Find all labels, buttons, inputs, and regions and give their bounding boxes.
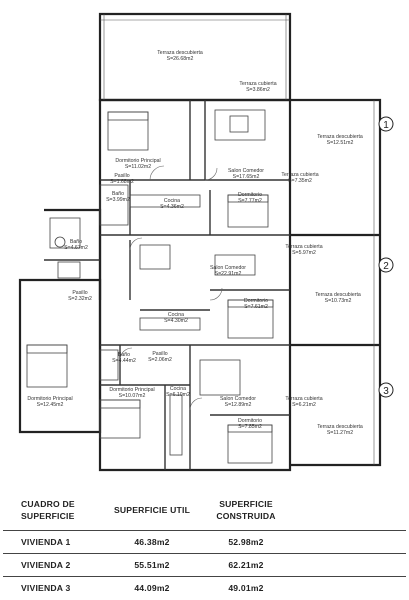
room-name: Dormitorio <box>238 418 262 424</box>
table-cell-util: 46.38m2 <box>107 530 197 554</box>
interior-walls <box>44 100 290 470</box>
room-area: S=7.85m2 <box>238 424 262 430</box>
marker-circle-1 <box>378 116 394 132</box>
room-name: Cocina <box>170 386 186 392</box>
room-labels: Terraza descubierta S=26.68m2 Terraza cu… <box>27 50 363 436</box>
table-row: VIVIENDA 1 46.38m2 52.98m2 <box>3 530 406 554</box>
surface-table: CUADRO DE SUPERFICIE SUPERFICIE UTIL SUP… <box>3 490 406 599</box>
room-name: Terraza cubierta <box>285 244 322 250</box>
room-area: S=2.32m2 <box>68 296 92 302</box>
door-swings <box>119 165 223 411</box>
table-cell-util: 55.51m2 <box>107 553 197 577</box>
room-area: S=7.77m2 <box>238 198 262 204</box>
room-area: S=4.44m2 <box>112 358 136 364</box>
room-area: S=12.51m2 <box>327 140 354 146</box>
table-header-cell: SUPERFICIE UTIL <box>113 505 191 515</box>
room-area: S=2.06m2 <box>148 357 172 363</box>
room-name: Dormitorio <box>238 192 262 198</box>
room-name: Baño <box>118 352 130 358</box>
room-area: S=5.97m2 <box>292 250 316 256</box>
room-name: Pasillo <box>72 290 87 296</box>
room-name: Terraza cubierta <box>281 172 318 178</box>
room-name: Cocina <box>164 198 180 204</box>
room-area: S=4.67m2 <box>64 245 88 251</box>
room-name: Dormitorio Principal <box>109 387 154 393</box>
railings <box>100 14 375 465</box>
room-area: S=12.45m2 <box>37 402 64 408</box>
marker-circle-2 <box>378 257 394 273</box>
room-area: S=1.68m2 <box>110 179 134 185</box>
table-cell-name: VIVIENDA 1 <box>3 530 107 554</box>
room-area: S=4.30m2 <box>164 318 188 324</box>
room-name: Salon Comedor <box>228 168 264 174</box>
table-row: VIVIENDA 3 44.09m2 49.01m2 <box>3 576 406 599</box>
room-name: Terraza descubierta <box>317 424 363 430</box>
room-name: Dormitorio Principal <box>115 158 160 164</box>
room-name: Dormitorio Principal <box>27 396 72 402</box>
room-name: Baño <box>70 239 82 245</box>
furniture <box>26 109 274 464</box>
room-name: Pasillo <box>152 351 167 357</box>
room-area: S=12.89m2 <box>225 402 252 408</box>
table-header-cell: CUADRO DE SUPERFICIE <box>21 499 75 521</box>
room-area: S=7.61m2 <box>244 304 268 310</box>
table-row: VIVIENDA 2 55.51m2 62.21m2 <box>3 553 406 577</box>
room-name: Salon Comedor <box>210 265 246 271</box>
floor-plan: 1 2 3 Terraza descubierta S=26.68m2 Terr… <box>18 12 394 472</box>
room-area: S=6.21m2 <box>292 402 316 408</box>
room-name: Terraza cubierta <box>285 396 322 402</box>
room-area: S=17.65m2 <box>233 174 260 180</box>
table-cell-util: 44.09m2 <box>107 576 197 599</box>
room-name: Cocina <box>168 312 184 318</box>
table-cell-construida: 52.98m2 <box>197 530 295 554</box>
table-cell-construida: 62.21m2 <box>197 553 295 577</box>
room-name: Salon Comedor <box>220 396 256 402</box>
table-header-row: CUADRO DE SUPERFICIE SUPERFICIE UTIL SUP… <box>3 490 406 531</box>
room-area: S=6.10m2 <box>166 392 190 398</box>
table-cell-name: VIVIENDA 3 <box>3 576 107 599</box>
room-name: Terraza descubierta <box>317 134 363 140</box>
room-area: S=4.36m2 <box>160 204 184 210</box>
room-name: Pasillo <box>114 173 129 179</box>
room-area: S=7.35m2 <box>288 178 312 184</box>
room-name: Baño <box>112 191 124 197</box>
room-area: S=26.68m2 <box>167 56 194 62</box>
room-area: S=10.07m2 <box>119 393 146 399</box>
room-area: S=3.99m2 <box>106 197 130 203</box>
marker-2: 2 <box>383 261 389 272</box>
room-name: Terraza descubierta <box>157 50 203 56</box>
section-markers: 1 2 3 <box>378 116 394 398</box>
table-cell-construida: 49.01m2 <box>197 576 295 599</box>
table-header-cell: SUPERFICIE CONSTRUIDA <box>216 499 276 521</box>
marker-3: 3 <box>383 386 389 397</box>
room-area: S=11.02m2 <box>125 164 151 170</box>
room-area: S=11.27m2 <box>327 430 353 436</box>
room-area: S=10.73m2 <box>325 298 352 304</box>
table-cell-name: VIVIENDA 2 <box>3 553 107 577</box>
marker-circle-3 <box>378 382 394 398</box>
room-name: Terraza cubierta <box>239 81 276 87</box>
room-name: Dormitorio <box>244 298 268 304</box>
room-area: S=22.91m2 <box>215 271 242 277</box>
marker-1: 1 <box>383 120 389 131</box>
room-name: Terraza descubierta <box>315 292 361 298</box>
room-area: S=3.86m2 <box>246 87 270 93</box>
